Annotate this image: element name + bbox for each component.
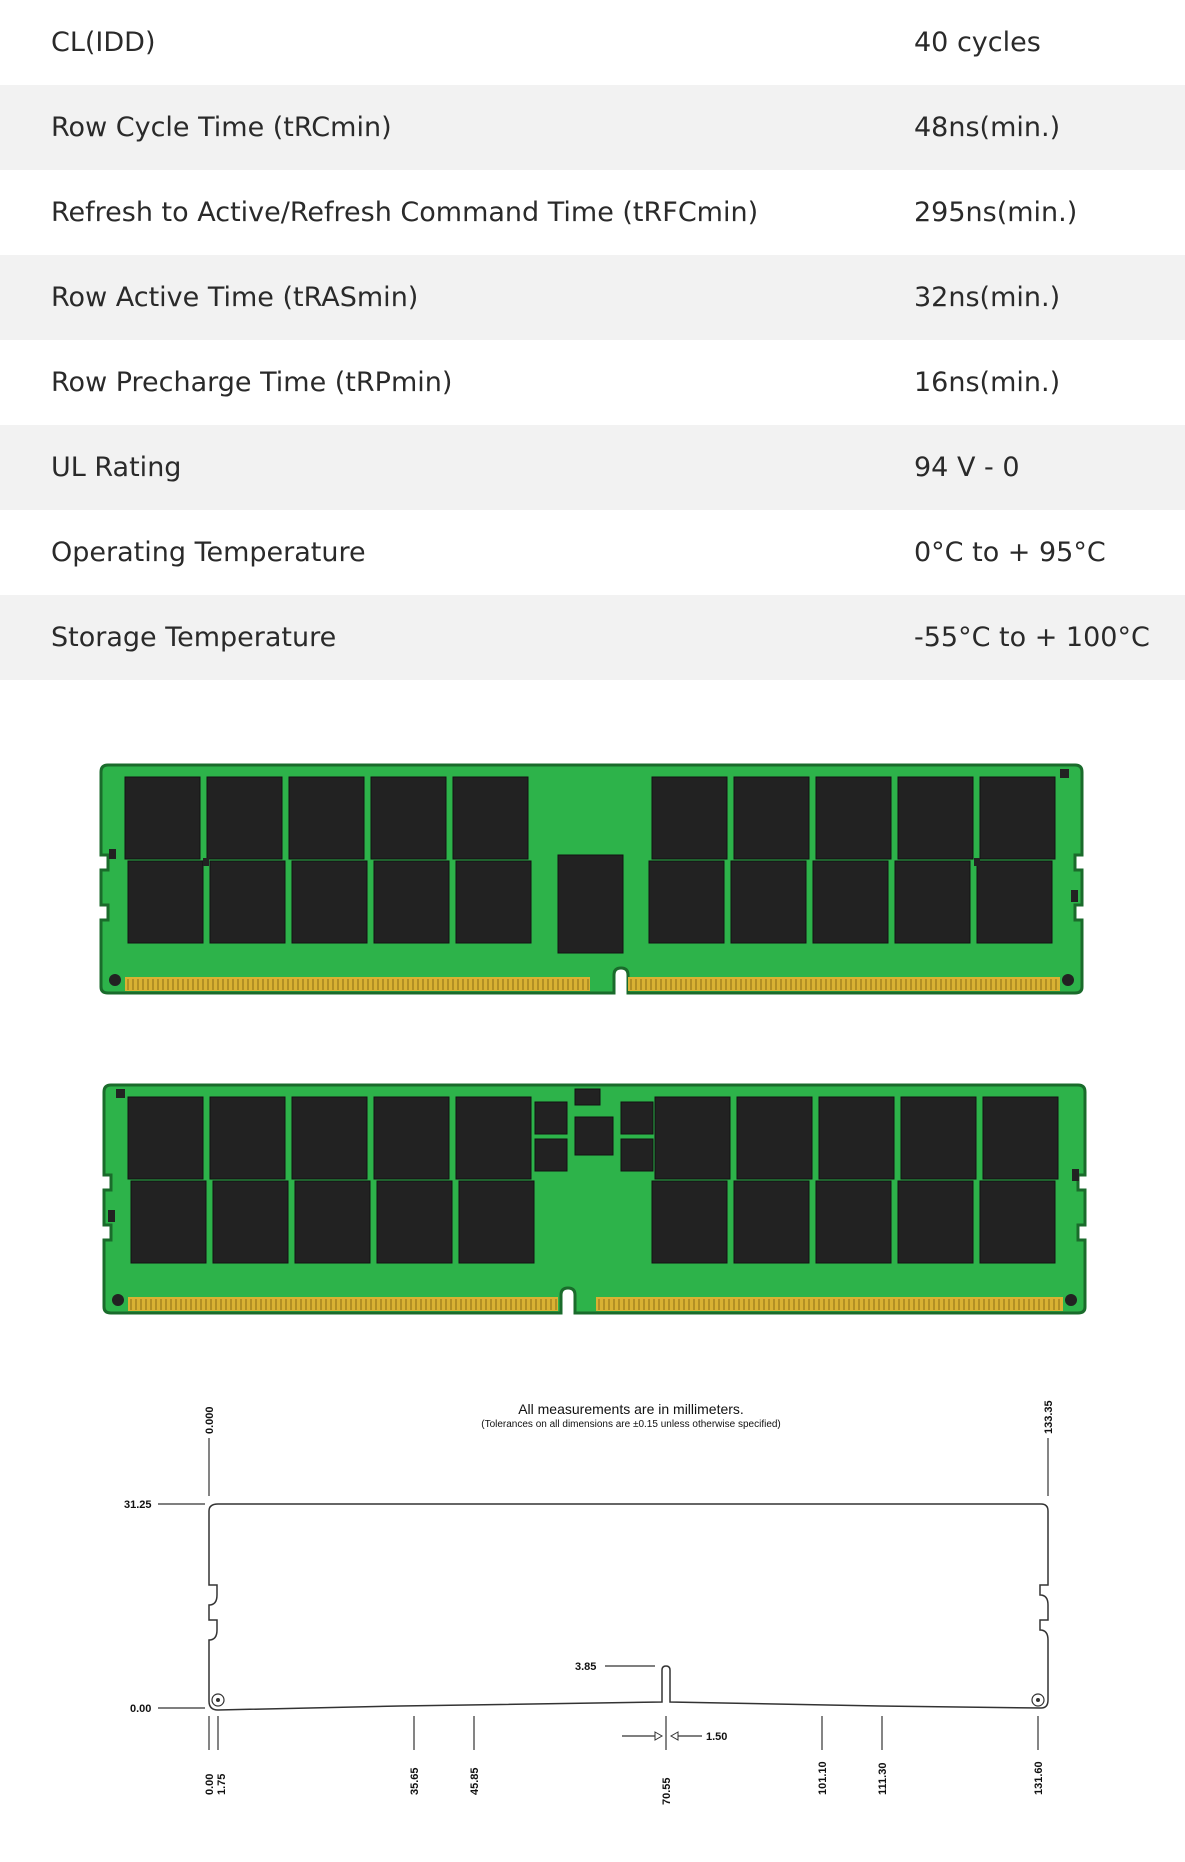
memory-chips bbox=[127, 1088, 1059, 1264]
spec-row: Row Cycle Time (tRCmin) 48ns(min.) bbox=[0, 85, 1185, 170]
hole-left bbox=[211, 1693, 225, 1707]
spec-label: Row Precharge Time (tRPmin) bbox=[51, 367, 453, 398]
svg-text:0.00: 0.00 bbox=[130, 1703, 151, 1715]
svg-text:133.35: 133.35 bbox=[1043, 1400, 1055, 1434]
gold-contacts-right bbox=[628, 977, 1060, 991]
spec-row: UL Rating 94 V - 0 bbox=[0, 425, 1185, 510]
spec-label: Operating Temperature bbox=[51, 537, 366, 568]
pcb-markings bbox=[109, 769, 1078, 986]
spec-label: Row Cycle Time (tRCmin) bbox=[51, 112, 392, 143]
svg-text:45.85: 45.85 bbox=[469, 1767, 481, 1795]
spec-row: CL(IDD) 40 cycles bbox=[0, 0, 1185, 85]
svg-text:1.75: 1.75 bbox=[216, 1774, 228, 1795]
svg-text:31.25: 31.25 bbox=[124, 1499, 152, 1511]
spec-value: 295ns(min.) bbox=[914, 197, 1078, 228]
spec-value: 48ns(min.) bbox=[914, 112, 1061, 143]
contact-pins bbox=[127, 979, 1057, 990]
contact-pins bbox=[130, 1299, 1060, 1310]
spec-value: 0°C to + 95°C bbox=[914, 537, 1106, 568]
module-front-illustration bbox=[99, 763, 1084, 995]
spec-row: Row Active Time (tRASmin) 32ns(min.) bbox=[0, 255, 1185, 340]
spec-label: Refresh to Active/Refresh Command Time (… bbox=[51, 197, 759, 228]
dimension-lines bbox=[158, 1438, 1049, 1750]
drawing-title: All measurements are in millimeters. bbox=[518, 1401, 744, 1417]
svg-text:101.10: 101.10 bbox=[817, 1761, 829, 1795]
memory-chips bbox=[124, 776, 1056, 954]
spec-label: CL(IDD) bbox=[51, 27, 156, 58]
hole-right bbox=[1031, 1693, 1045, 1707]
spec-table: CL(IDD) 40 cycles Row Cycle Time (tRCmin… bbox=[0, 0, 1185, 680]
spec-value: 40 cycles bbox=[914, 27, 1041, 58]
spec-row: Row Precharge Time (tRPmin) 16ns(min.) bbox=[0, 340, 1185, 425]
spec-value: 32ns(min.) bbox=[914, 282, 1061, 313]
spec-row: Operating Temperature 0°C to + 95°C bbox=[0, 510, 1185, 595]
svg-text:3.85: 3.85 bbox=[575, 1661, 596, 1673]
spec-label: Storage Temperature bbox=[51, 622, 337, 653]
module-back-illustration bbox=[102, 1083, 1087, 1315]
gold-contacts-left bbox=[128, 1297, 558, 1311]
spec-row: Refresh to Active/Refresh Command Time (… bbox=[0, 170, 1185, 255]
svg-text:70.55: 70.55 bbox=[661, 1777, 673, 1805]
pcb-markings bbox=[108, 1089, 1079, 1306]
spec-row: Storage Temperature -55°C to + 100°C bbox=[0, 595, 1185, 680]
svg-text:1.50: 1.50 bbox=[706, 1731, 727, 1743]
svg-text:35.65: 35.65 bbox=[409, 1767, 421, 1795]
spec-value: 94 V - 0 bbox=[914, 452, 1020, 483]
dimension-drawing: All measurements are in millimeters. (To… bbox=[124, 1400, 1055, 1805]
svg-text:0.00: 0.00 bbox=[204, 1774, 216, 1795]
spec-label: UL Rating bbox=[51, 452, 182, 483]
spec-label: Row Active Time (tRASmin) bbox=[51, 282, 419, 313]
svg-text:111.30: 111.30 bbox=[877, 1763, 889, 1795]
svg-text:131.60: 131.60 bbox=[1033, 1761, 1045, 1795]
dimension-labels: 0.000 133.35 31.25 0.00 3.85 1.50 0.00 1… bbox=[124, 1400, 1055, 1805]
module-outline bbox=[208, 1503, 1049, 1711]
drawing-subtitle: (Tolerances on all dimensions are ±0.15 … bbox=[481, 1419, 781, 1430]
svg-text:0.000: 0.000 bbox=[204, 1406, 216, 1434]
spec-value: -55°C to + 100°C bbox=[914, 622, 1150, 653]
spec-value: 16ns(min.) bbox=[914, 367, 1061, 398]
